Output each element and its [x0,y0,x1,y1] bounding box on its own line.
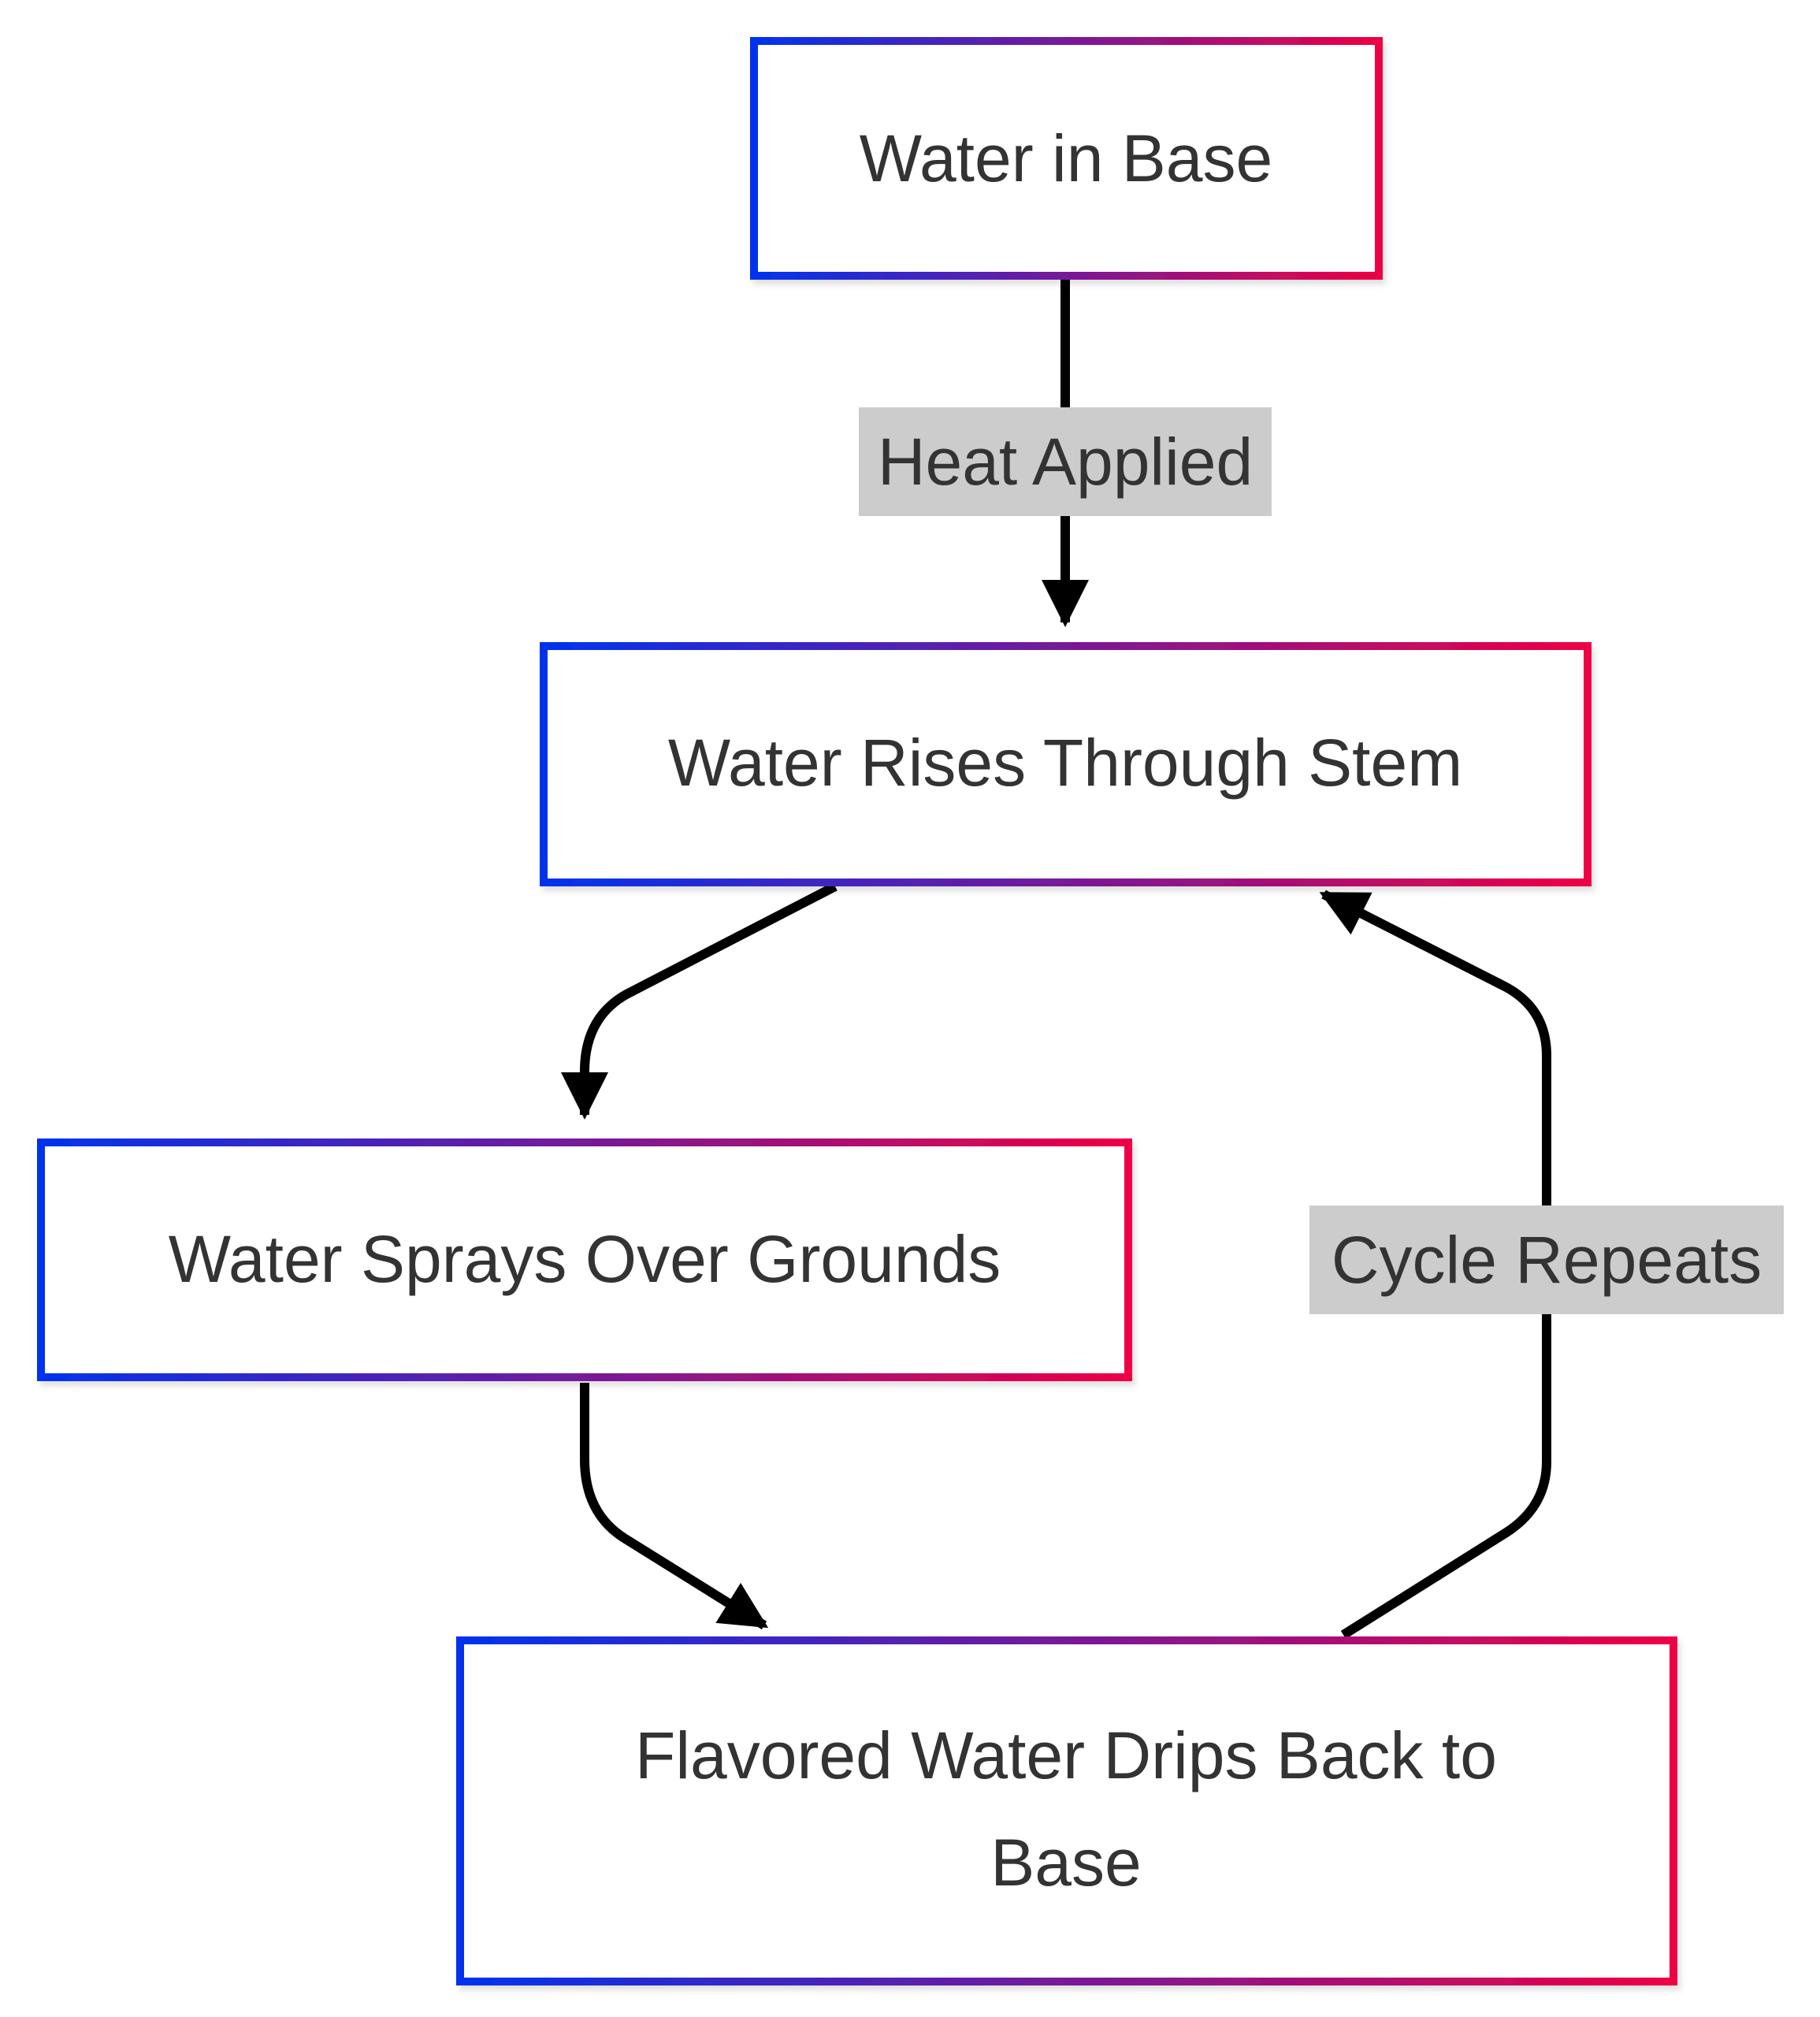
edge-label-background [1309,1205,1784,1314]
edge-rises-to-sprays [561,882,838,1120]
node-water-rises-through-stem[interactable]: Water Rises Through Stem [540,642,1592,886]
node-label: Water in Base [860,121,1272,195]
edge-label-text: Heat Applied [878,425,1253,499]
node-label-line-2: Base [990,1826,1141,1900]
edge-label-cycle-repeats: Cycle Repeats [1309,1205,1784,1314]
node-box [540,642,1592,886]
node-water-sprays-over-grounds[interactable]: Water Sprays Over Grounds [37,1139,1132,1381]
edge-label-heat-applied: Heat Applied [859,407,1272,516]
node-flavored-water-drips-back[interactable]: Flavored Water Drips Back to Base [456,1636,1677,1985]
edge-label-text: Cycle Repeats [1332,1223,1762,1297]
node-label: Water Rises Through Stem [668,726,1462,800]
node-label: Water Sprays Over Grounds [169,1222,1001,1296]
node-box [456,1636,1677,1985]
node-water-in-base[interactable]: Water in Base [750,37,1383,280]
edge-label-background [859,407,1272,516]
node-label-line-1: Flavored Water Drips Back to [635,1718,1497,1792]
node-box [750,37,1383,280]
node-box [37,1139,1132,1381]
edge-sprays-to-drips [580,1383,769,1630]
